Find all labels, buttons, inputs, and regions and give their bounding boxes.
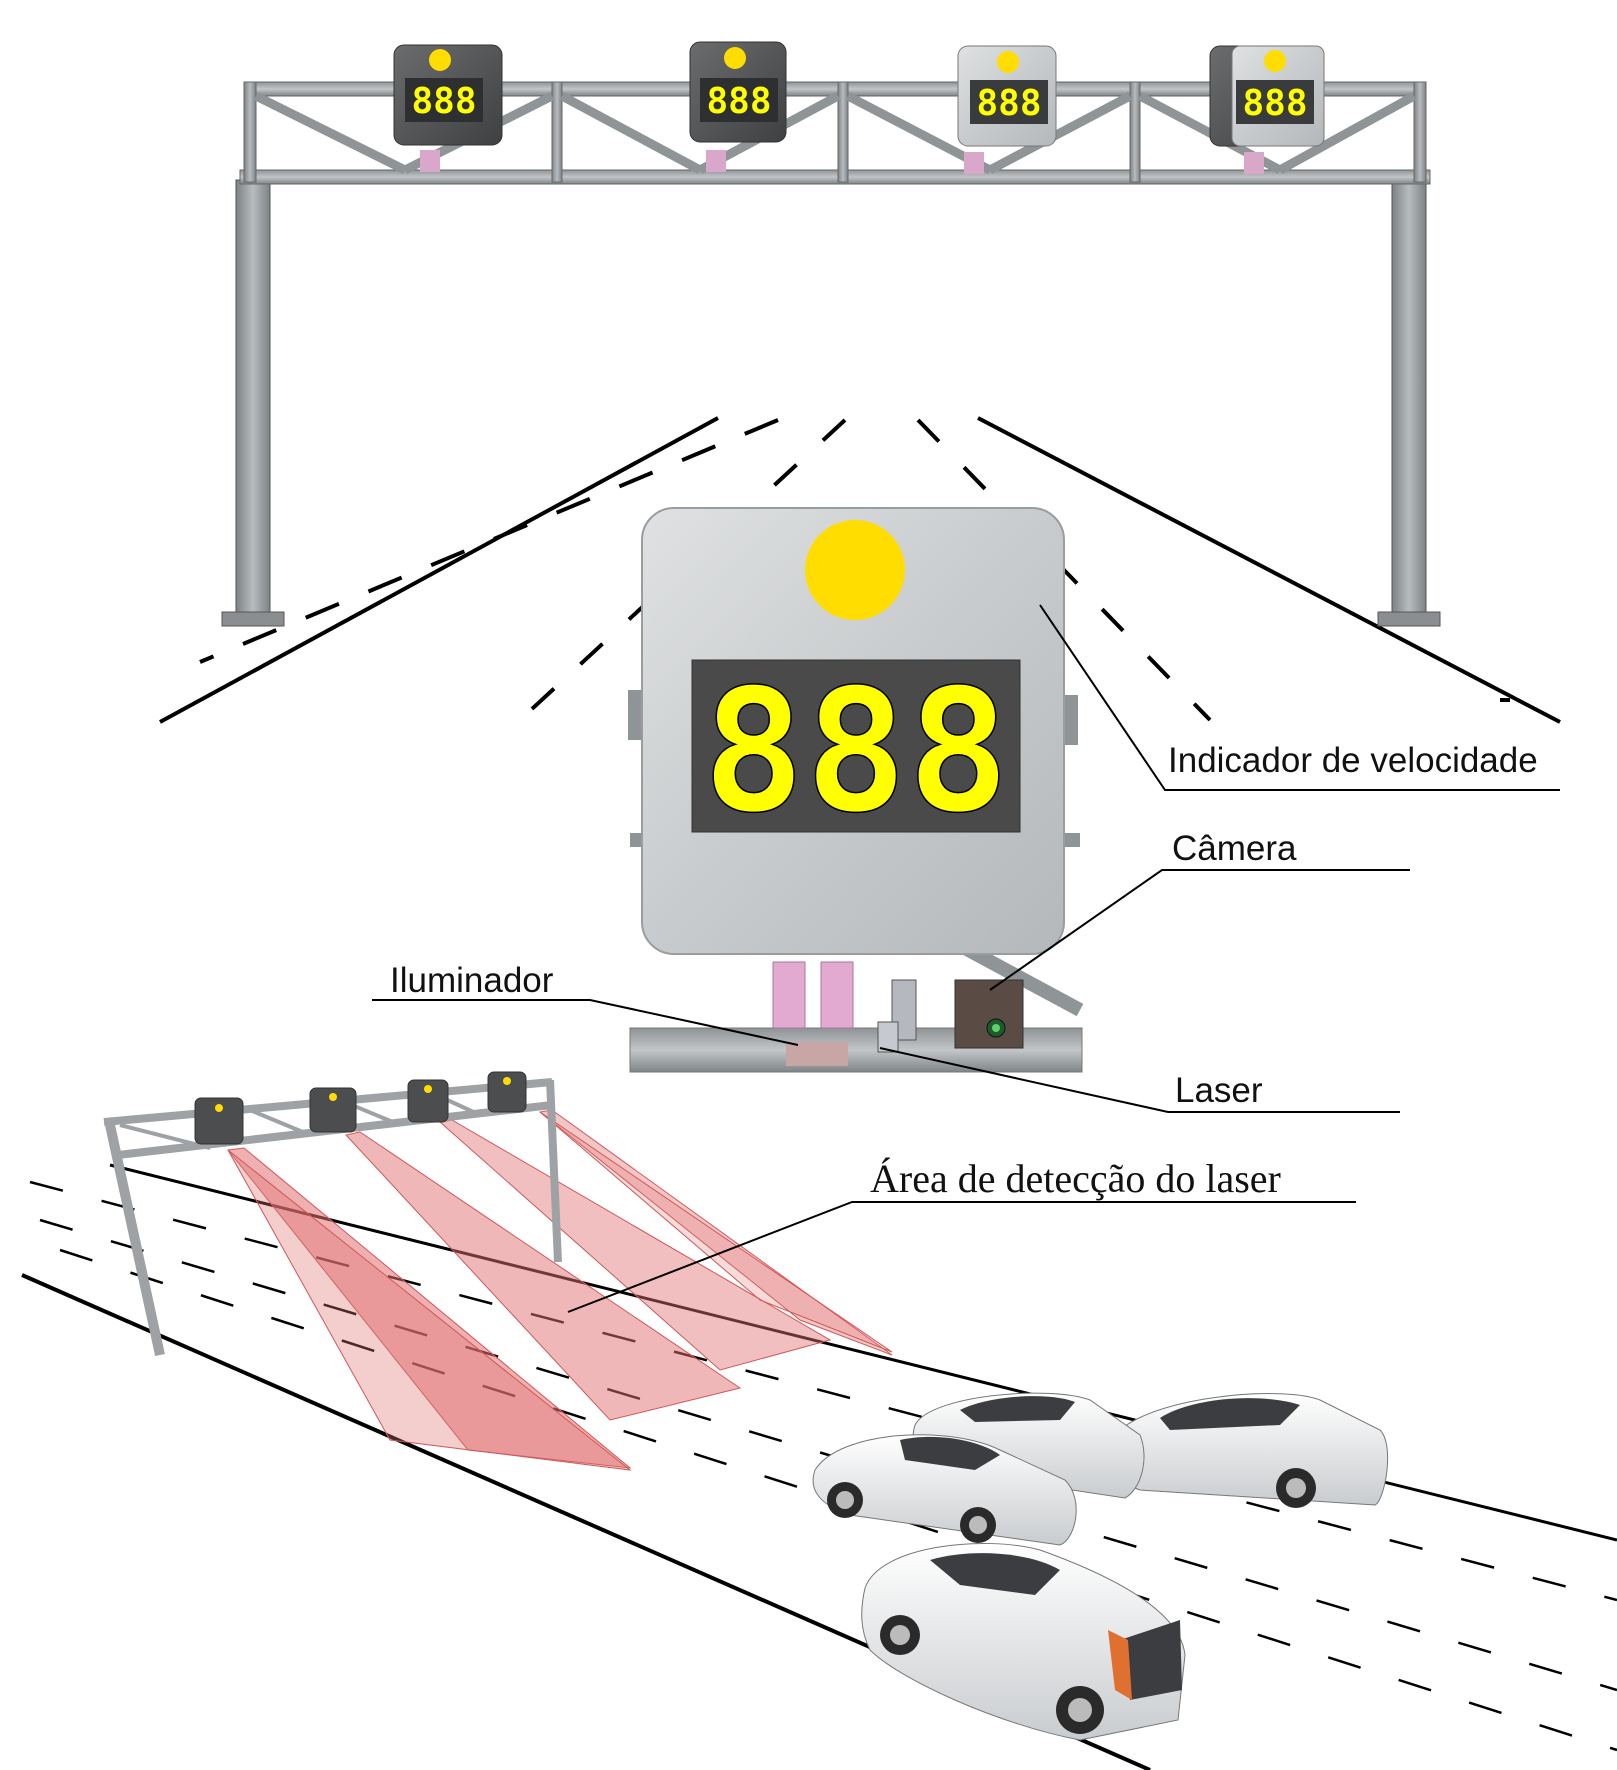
label-illuminator: Iluminador [390,961,554,1000]
label-speed-indicator: Indicador de velocidade [1168,741,1538,780]
beacon-icon [429,49,451,71]
camera-unit [954,979,1024,1049]
label-laser: Laser [1175,1071,1263,1110]
illuminator-unit [820,961,854,1029]
laser-detection-beams [227,1109,893,1471]
top-sign-2: 888 [689,41,787,172]
illuminator-unit [772,961,806,1029]
top-sign-1: 888 [393,44,503,172]
speed-digits: 888 [702,653,1009,851]
label-laser-area: Área de detecção do laser [870,1156,1281,1201]
small-display-digits: 888 [976,83,1041,124]
zoomed-speed-sign: 888 [628,507,1084,1073]
beacon-icon [997,51,1019,73]
label-camera: Câmera [1172,829,1297,868]
digit-display [691,659,1021,833]
top-sign-3: 888 [957,45,1057,174]
car [861,1542,1186,1741]
beacon-icon [724,47,746,69]
top-sign-4: 888 [1209,45,1325,174]
car [1108,1393,1389,1508]
small-display-digits: 888 [706,81,771,122]
small-display-digits: 888 [1242,83,1307,124]
beacon-icon [1264,50,1286,72]
yellow-beacon-icon [805,520,905,620]
bottom-gantry [103,1071,562,1357]
callout-lines [372,604,1560,1313]
car [812,1434,1077,1546]
small-display-digits: 888 [411,81,476,122]
